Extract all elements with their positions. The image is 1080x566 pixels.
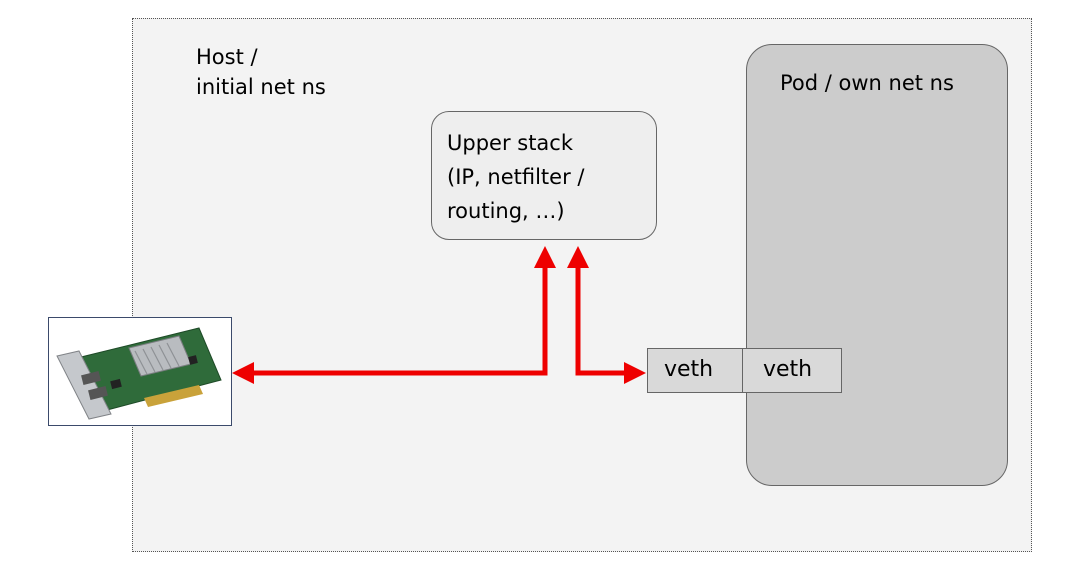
upper-stack-line: Upper stack [447,131,574,155]
arrowhead-up-icon [534,246,556,268]
arrowhead-up-icon [567,246,589,268]
pod-namespace-box [746,44,1008,486]
network-card-icon [56,327,222,420]
arrowhead-left-icon [232,362,254,384]
nic-to-stack-arrow-line [250,262,548,376]
veth-pod-end: veth [742,349,841,392]
veth-pair: veth veth [647,348,842,393]
pod-label: Pod / own net ns [780,71,954,95]
veth-host-end: veth [664,357,714,382]
host-label-line: Host / [196,45,258,69]
upper-stack-box [431,111,657,240]
host-label-line: initial net ns [196,75,326,99]
upper-stack-line: routing, …) [447,199,565,223]
host-label: Host / initial net ns [196,42,326,102]
arrowhead-right-icon [624,362,646,384]
stack-to-veth-arrow-line [575,262,628,376]
upper-stack-line: (IP, netfilter / [447,165,585,189]
network-card-image [48,317,232,426]
upper-stack-text: Upper stack (IP, netfilter / routing, …) [447,126,584,228]
